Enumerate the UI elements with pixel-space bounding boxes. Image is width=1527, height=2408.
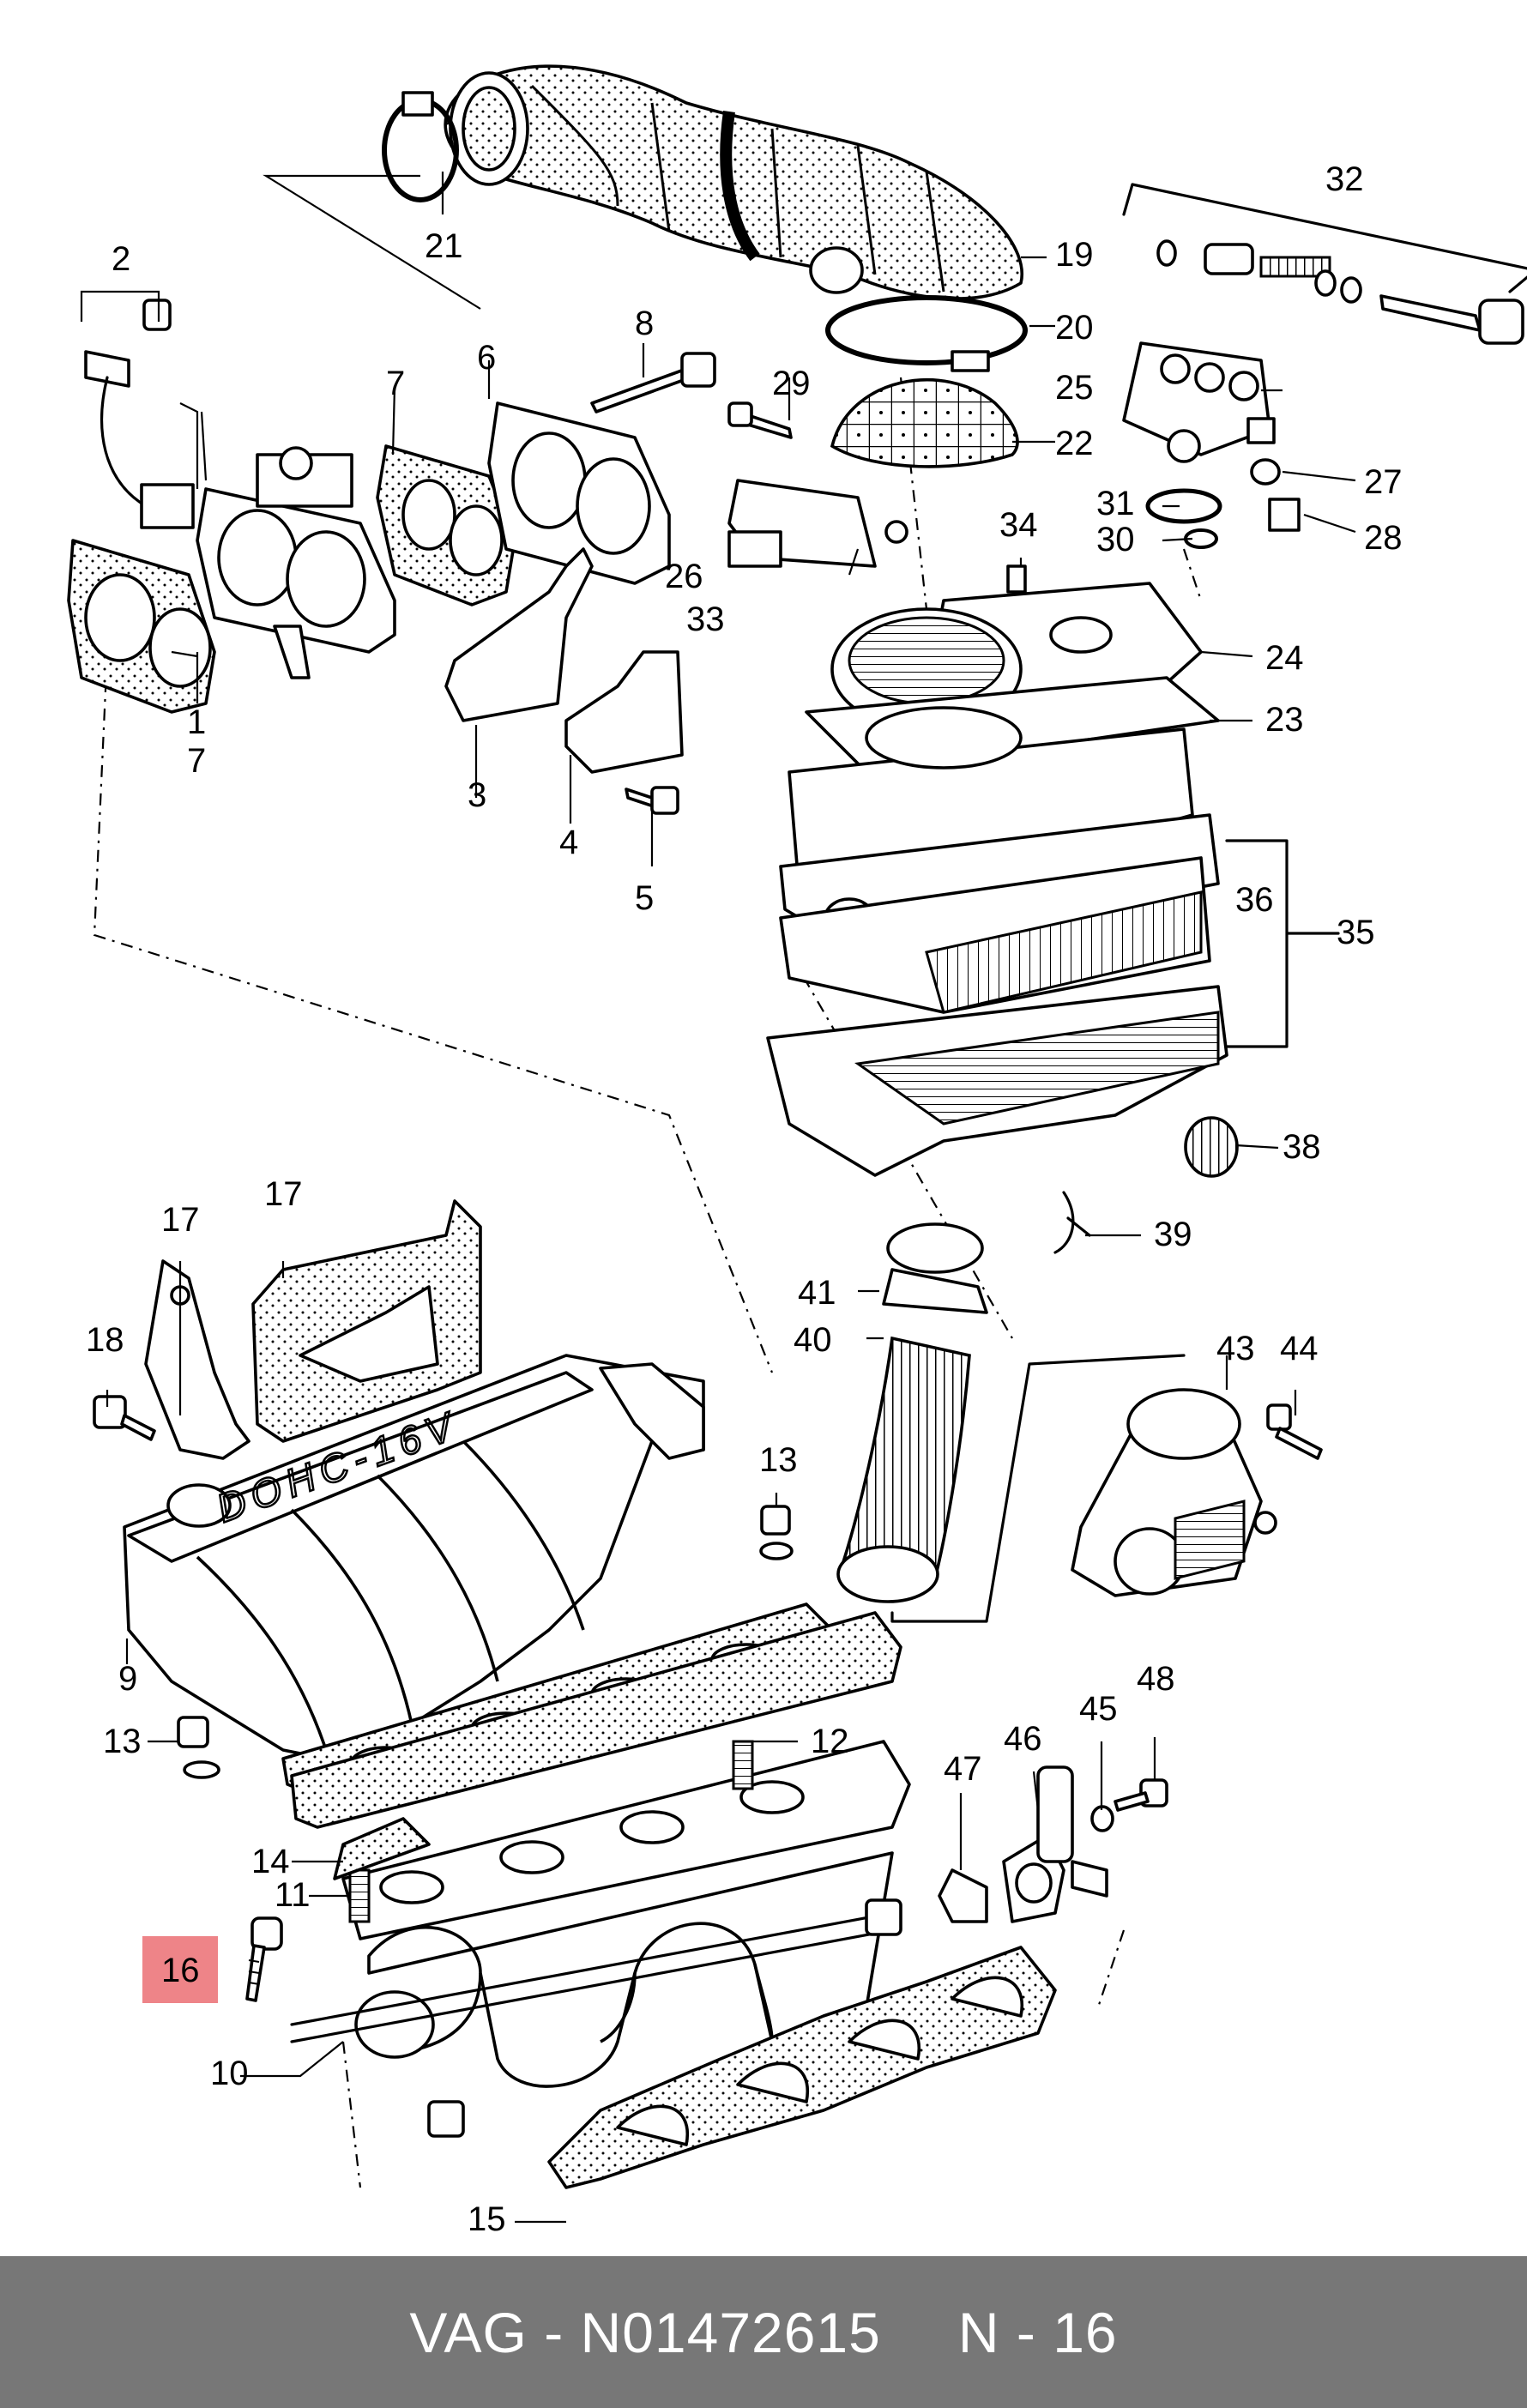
footer-separator: -: [544, 2300, 564, 2364]
callout-35: 35: [1337, 914, 1375, 951]
injector-kit-32: [1122, 183, 1527, 345]
callout-24: 24: [1265, 639, 1304, 677]
callout-46: 46: [1004, 1720, 1042, 1758]
callout-17b: 17: [264, 1175, 303, 1213]
callout-20: 20: [1055, 309, 1094, 347]
callout-28: 28: [1364, 519, 1403, 557]
callout-3: 3: [468, 776, 486, 814]
lower-intake-manifold-10: [290, 1611, 911, 2138]
callout-44: 44: [1280, 1330, 1319, 1367]
callout-26: 26: [665, 558, 703, 595]
callout-4: 4: [559, 824, 578, 861]
intake-hose: [444, 64, 1024, 300]
callout-9: 9: [118, 1660, 137, 1698]
callout-33: 33: [686, 600, 725, 638]
callout-8: 8: [635, 305, 654, 342]
callout-5: 5: [635, 879, 654, 917]
exploded-parts-diagram: DOHC-16V: [67, 64, 1527, 2238]
callout-30: 30: [1096, 521, 1135, 558]
intake-hose-40: [836, 1222, 1186, 1623]
callout-32: 32: [1325, 160, 1364, 198]
callout-14: 14: [251, 1843, 290, 1880]
callout-2: 2: [112, 240, 130, 278]
footer-ref-separator: -: [1016, 2300, 1036, 2364]
gasket-14: [333, 1817, 431, 1880]
coolant-flange: [938, 1765, 1168, 1923]
callout-38: 38: [1283, 1128, 1321, 1166]
leader-lines: [80, 172, 1356, 2224]
fasteners: [93, 1395, 794, 1779]
callout-16: 16: [161, 1952, 200, 1989]
callout-48: 48: [1137, 1660, 1175, 1698]
gaskets-17: [144, 1199, 482, 1460]
callout-17a: 17: [161, 1201, 200, 1239]
footer-part-number: N01472615: [580, 2300, 881, 2364]
callout-15: 15: [468, 2200, 506, 2238]
highlight-callout-16: [142, 1936, 218, 2003]
footer-ref-number: 16: [1053, 2300, 1118, 2364]
callout-45: 45: [1079, 1690, 1118, 1728]
control-unit-26: [727, 401, 908, 568]
throttle-housing-43: [1071, 1388, 1323, 1597]
callout-10: 10: [210, 2055, 249, 2092]
gasket-15: [547, 1946, 1057, 2189]
callout-22: 22: [1055, 425, 1094, 462]
callout-18: 18: [86, 1321, 124, 1359]
bolt-16: [245, 1916, 283, 2002]
callout-34: 34: [999, 506, 1038, 544]
part-number-footer: VAG - N01472615 N - 16: [0, 2256, 1527, 2408]
callout-12: 12: [811, 1723, 849, 1760]
callout-21: 21: [425, 227, 463, 265]
footer-ref-prefix: N: [957, 2300, 1000, 2364]
air-filter-housing: [766, 676, 1340, 1254]
hose-clamp-21: [382, 91, 459, 202]
callout-11: 11: [275, 1876, 311, 1914]
footer-brand: VAG: [409, 2300, 528, 2364]
callout-1: 1: [187, 703, 206, 741]
callout-31: 31: [1096, 485, 1135, 522]
hose-clamp-20: [825, 295, 1028, 372]
callout-25: 25: [1055, 369, 1094, 407]
callout-36: 36: [1235, 881, 1274, 919]
callout-27: 27: [1364, 463, 1403, 501]
callout-29: 29: [772, 365, 811, 402]
callout-13a: 13: [759, 1441, 798, 1479]
callout-23: 23: [1265, 701, 1304, 739]
callout-39: 39: [1154, 1216, 1192, 1253]
callout-43: 43: [1216, 1330, 1255, 1367]
callout-19: 19: [1055, 236, 1094, 274]
callout-numbers: 1 2 3 4 5 6 7 7 8 9 10 11 12 13 13 14 15…: [86, 160, 1403, 2238]
callout-6: 6: [477, 339, 496, 377]
callout-47: 47: [944, 1750, 982, 1788]
callout-7a: 7: [386, 365, 405, 402]
air-filter-dome-22: [830, 377, 1019, 468]
fuel-distributor-25: [1122, 341, 1301, 549]
callout-13b: 13: [103, 1723, 142, 1760]
callout-7b: 7: [187, 742, 206, 780]
callout-41: 41: [798, 1274, 836, 1312]
throttle-body-group: [67, 299, 716, 815]
callout-40: 40: [794, 1321, 832, 1359]
